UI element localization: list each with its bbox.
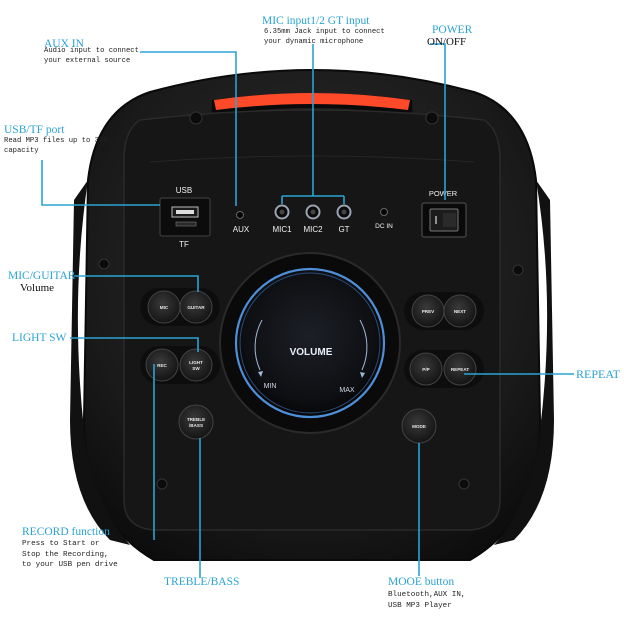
power-label: POWER	[429, 189, 458, 198]
tf-label: TF	[179, 240, 189, 249]
dcin-label: DC IN	[375, 223, 393, 230]
max-label: MAX	[339, 387, 355, 394]
dc-in-jack: DC IN	[375, 208, 393, 230]
callout-power	[430, 43, 446, 200]
usb-tf-port: USB TF	[159, 186, 211, 249]
callout-aux	[140, 51, 237, 206]
mode-title: MOOE button	[388, 576, 455, 588]
volume-label: VOLUME	[290, 347, 333, 358]
power-sub: ON/OFF	[427, 36, 467, 48]
treble-bass-title: TREBLE/BASS	[164, 576, 240, 588]
aux-in-desc: Audio input to connect your external sou…	[44, 47, 139, 65]
mic-guitar-sub: Volume	[20, 282, 55, 294]
callout-mic-input	[281, 44, 345, 204]
screws	[98, 111, 524, 490]
speaker-side-right	[494, 180, 554, 545]
light-sw-title: LIGHT SW	[12, 332, 67, 344]
min-label: MIN	[264, 383, 277, 390]
mic-input-desc: 6.35mm Jack input to connect your dynami…	[264, 28, 385, 46]
aux-label: AUX	[233, 225, 250, 234]
aux-jack: AUX	[233, 211, 250, 234]
pp-button-label: P/P	[422, 367, 429, 372]
aux-in-title: AUX IN	[44, 38, 84, 50]
mic-guitar-buttons: MIC GUITAR	[140, 288, 220, 326]
callout-light-sw	[70, 337, 199, 352]
speaker-side-left	[70, 180, 130, 545]
handle-light	[214, 93, 410, 110]
next-button-label: NEXT	[454, 309, 466, 314]
mode-button-label: MODE	[412, 424, 426, 429]
repeat-title: REPEAT	[576, 367, 621, 381]
usb-tf-title: USB/TF port	[4, 124, 65, 136]
volume-knob: VOLUME MIN MAX	[219, 252, 401, 434]
guitar-button-label: GUITAR	[187, 305, 205, 310]
power-switch: POWER	[421, 189, 467, 238]
callout-mic-guitar	[74, 275, 199, 292]
mic-jacks: MIC1 MIC2 GT	[272, 204, 352, 234]
callout-lines	[41, 43, 574, 578]
record-desc: Press to Start or Stop the Recording, to…	[22, 540, 118, 569]
mic-button-label: MIC	[160, 305, 169, 310]
rec-light-buttons: REC LIGHT SW	[140, 346, 220, 384]
power-title: POWER	[432, 24, 473, 36]
mode-desc: Bluetooth,AUX IN, USB MP3 Player	[388, 591, 466, 610]
repeat-button-label: REPEAT	[451, 367, 469, 372]
treble-button-label: TREBLE	[187, 417, 205, 422]
mic1-label: MIC1	[272, 225, 292, 234]
treble-bass-button: TREBLE /BASS	[178, 404, 214, 440]
prev-button-label: PREV	[422, 309, 435, 314]
mic-guitar-title: MIC/GUITAR	[8, 270, 76, 282]
pp-repeat-buttons: P/P REPEAT	[404, 350, 484, 388]
bass-button-label: /BASS	[189, 423, 203, 428]
usb-tf-desc: Read MP3 files up to 32G capacity	[4, 137, 108, 155]
usb-label: USB	[176, 186, 192, 195]
rec-button-label: REC	[157, 363, 167, 368]
light-button-label: LIGHT	[189, 360, 203, 365]
gt-label: GT	[338, 225, 349, 234]
callout-usb	[41, 160, 160, 206]
mode-button: MODE	[401, 408, 437, 444]
mic-input-title: MIC input1/2 GT input	[262, 15, 370, 27]
light-sw-button-label: SW	[192, 366, 200, 371]
prev-next-buttons: PREV NEXT	[404, 292, 484, 330]
mic2-label: MIC2	[303, 225, 323, 234]
record-title: RECORD function	[22, 526, 110, 538]
